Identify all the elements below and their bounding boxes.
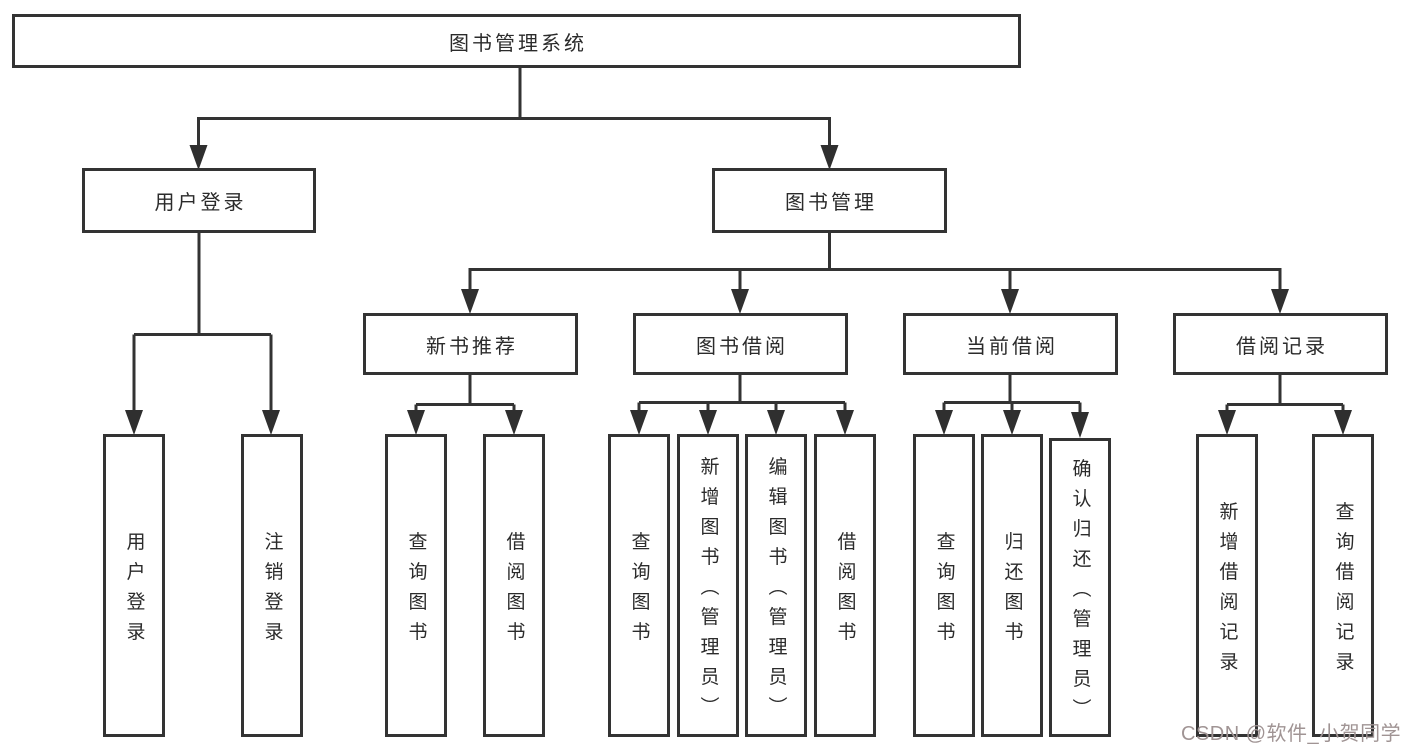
node-label: 新增图书（管理员） — [697, 456, 719, 726]
node-label: 用户登录 — [123, 531, 145, 651]
leaf-borrow-book-2: 借阅图书 — [814, 434, 876, 737]
node-root: 图书管理系统 — [12, 14, 1021, 68]
node-borrow-records: 借阅记录 — [1173, 313, 1388, 375]
node-label: 查询图书 — [628, 531, 650, 651]
node-label: 查询借阅记录 — [1332, 501, 1354, 681]
leaf-edit-book-admin: 编辑图书（管理员） — [745, 434, 807, 737]
node-label: 编辑图书（管理员） — [765, 456, 787, 726]
leaf-user-login: 用户登录 — [103, 434, 165, 737]
node-label: 借阅记录 — [1236, 335, 1328, 358]
node-label: 归还图书 — [1001, 531, 1023, 651]
node-label: 图书借阅 — [696, 335, 788, 358]
watermark: CSDN @软件_小贺同学 — [1181, 723, 1402, 745]
node-current-borrow: 当前借阅 — [903, 313, 1118, 375]
node-label: 借阅图书 — [503, 531, 525, 651]
node-book-mgmt: 图书管理 — [712, 168, 947, 233]
leaf-query-book-1: 查询图书 — [385, 434, 447, 737]
node-label: 当前借阅 — [966, 335, 1058, 358]
node-label: 借阅图书 — [834, 531, 856, 651]
leaf-query-borrow-record: 查询借阅记录 — [1312, 434, 1374, 737]
leaf-query-book-3: 查询图书 — [913, 434, 975, 737]
node-label: 查询图书 — [405, 531, 427, 651]
node-label: 新增借阅记录 — [1216, 501, 1238, 681]
node-label: 新书推荐 — [426, 335, 518, 358]
node-label: 确认归还（管理员） — [1069, 458, 1091, 728]
node-label: 用户登录 — [154, 192, 247, 214]
leaf-borrow-book-1: 借阅图书 — [483, 434, 545, 737]
leaf-confirm-return-admin: 确认归还（管理员） — [1049, 438, 1111, 737]
leaf-add-borrow-record: 新增借阅记录 — [1196, 434, 1258, 737]
node-user-login: 用户登录 — [82, 168, 316, 233]
node-book-borrow: 图书借阅 — [633, 313, 848, 375]
leaf-return-book: 归还图书 — [981, 434, 1043, 737]
node-label: 注销登录 — [261, 531, 283, 651]
node-label: 图书管理 — [785, 192, 877, 214]
leaf-logout: 注销登录 — [241, 434, 303, 737]
leaf-add-book-admin: 新增图书（管理员） — [677, 434, 739, 737]
node-new-book-rec: 新书推荐 — [363, 313, 578, 375]
node-label: 查询图书 — [933, 531, 955, 651]
leaf-query-book-2: 查询图书 — [608, 434, 670, 737]
node-label: 图书管理系统 — [449, 32, 587, 55]
